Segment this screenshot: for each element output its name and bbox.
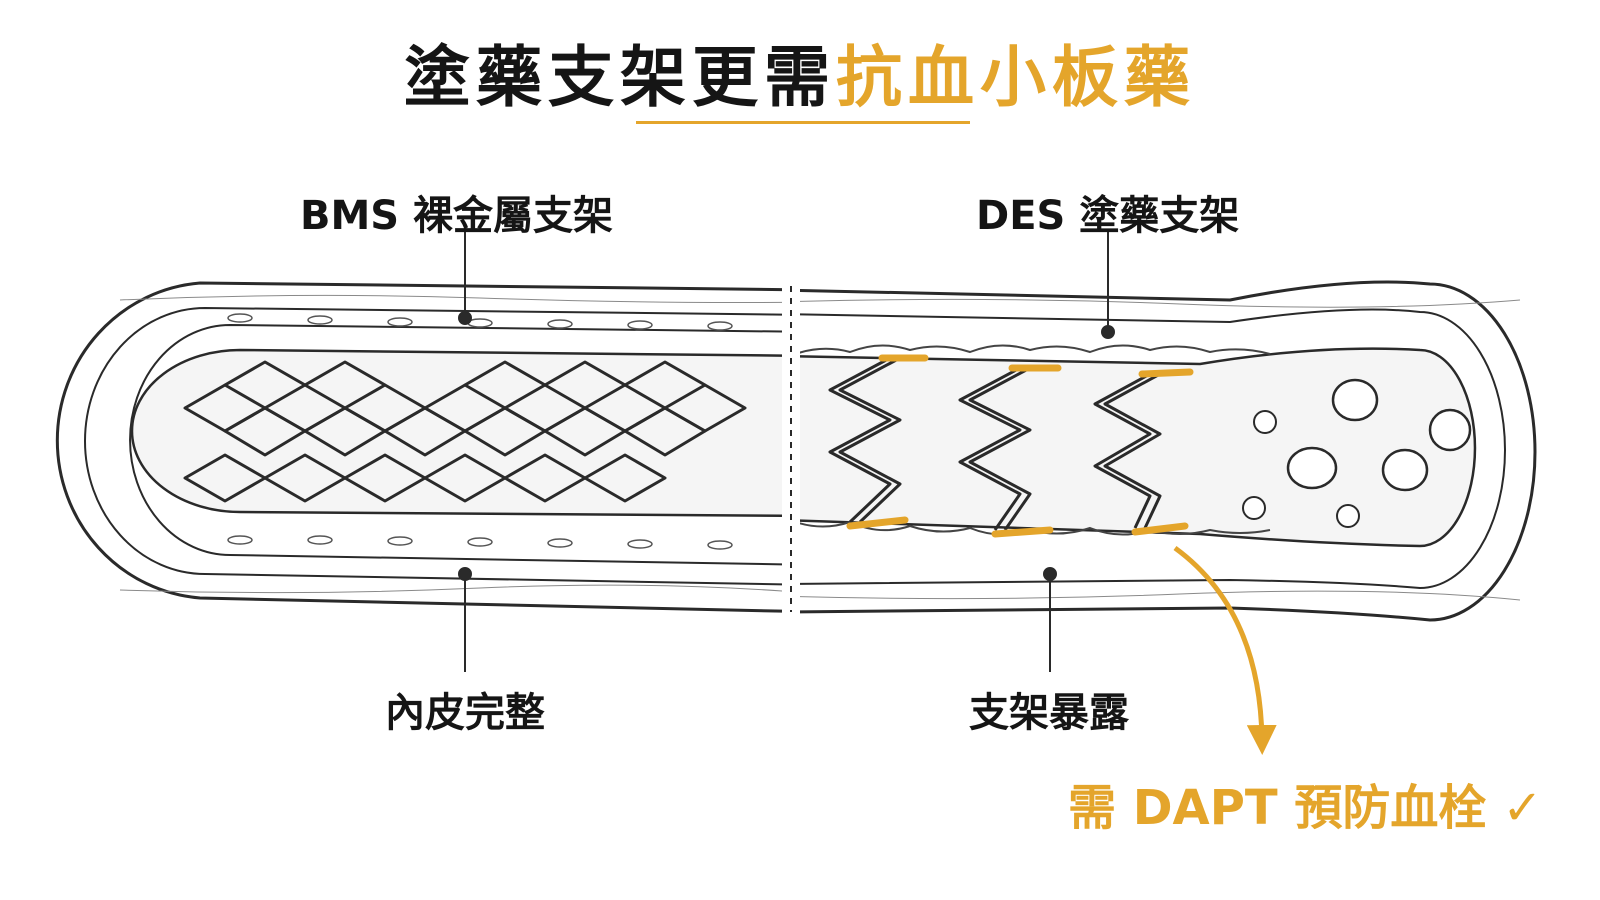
callout-arrow [1173,545,1277,755]
bms-lumen [130,348,782,517]
des-neointima-top [800,344,1271,355]
platelets [1242,410,1360,528]
des-media-fiber-bottom [800,590,1521,601]
label-exposed: 支架暴露 [969,690,1129,736]
leader-lines [458,232,1115,672]
bms-stent-mesh [183,360,747,503]
bms-vessel-section [55,281,782,613]
dapt-callout: 需 DAPT 預防血栓 ✓ [1068,768,1543,838]
page-title: 塗藥支架更需抗血小板藥 [0,24,1600,120]
callout-text: 需 DAPT 預防血栓 [1068,780,1487,836]
label-des: DES 塗藥支架 [976,193,1240,239]
bms-media-fiber-bottom [119,584,782,594]
des-stent-struts [828,356,1162,531]
bms-endothelial-cells [227,313,733,550]
des-vessel-section [800,280,1537,622]
bms-intima-line [129,323,782,566]
title-dark-part: 塗藥支架更需 [404,39,836,116]
des-adventitia-line [800,308,1506,590]
bms-media-fiber-top [119,294,782,303]
red-blood-cells [1286,378,1472,492]
label-endothelium: 內皮完整 [385,690,545,736]
title-underline [636,121,970,124]
title-gold-part: 抗血小板藥 [836,39,1196,116]
label-bms: BMS 裸金屬支架 [300,193,614,239]
des-exposed-struts [846,354,1194,538]
des-media-fiber-top [800,298,1521,308]
check-icon: ✓ [1502,780,1543,836]
bms-adventitia-line [84,306,782,586]
